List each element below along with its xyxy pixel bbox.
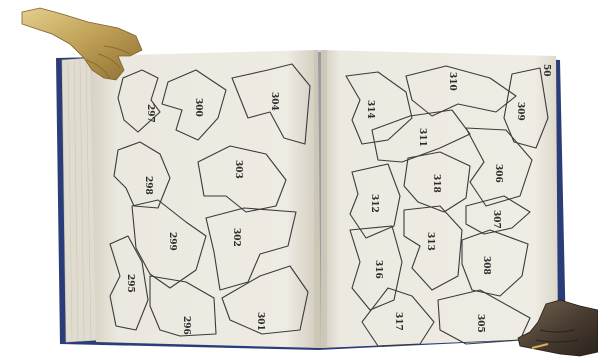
- puzzle-label: 308: [481, 256, 491, 275]
- puzzle-label: 300: [193, 98, 203, 117]
- puzzle-label: 305: [475, 314, 485, 333]
- puzzle-label: 299: [167, 232, 177, 251]
- puzzle-label: 295: [125, 274, 135, 293]
- puzzle-label: 297: [145, 104, 155, 123]
- puzzle-label: 301: [255, 312, 265, 331]
- page-number-text: 50: [541, 64, 551, 77]
- puzzle-label: 303: [233, 160, 243, 179]
- puzzle-label: 304: [269, 92, 279, 111]
- page-number: 50: [541, 64, 551, 77]
- puzzle-label: 307: [491, 210, 501, 229]
- puzzle-label: 318: [431, 174, 441, 193]
- left-page: [90, 50, 321, 348]
- puzzle-label: 312: [369, 194, 379, 213]
- puzzle-label: 296: [181, 316, 191, 335]
- puzzle-label: 317: [393, 312, 403, 331]
- puzzle-label: 306: [493, 164, 503, 183]
- puzzle-label: 309: [515, 102, 525, 121]
- puzzle-label: 310: [447, 72, 457, 91]
- puzzle-label: 298: [143, 176, 153, 195]
- gutter-shadow: [314, 50, 327, 348]
- puzzle-label: 311: [417, 128, 427, 147]
- puzzle-label: 314: [365, 100, 375, 119]
- puzzle-label: 316: [373, 260, 383, 279]
- puzzle-label: 313: [425, 232, 435, 251]
- puzzle-label: 302: [231, 228, 241, 247]
